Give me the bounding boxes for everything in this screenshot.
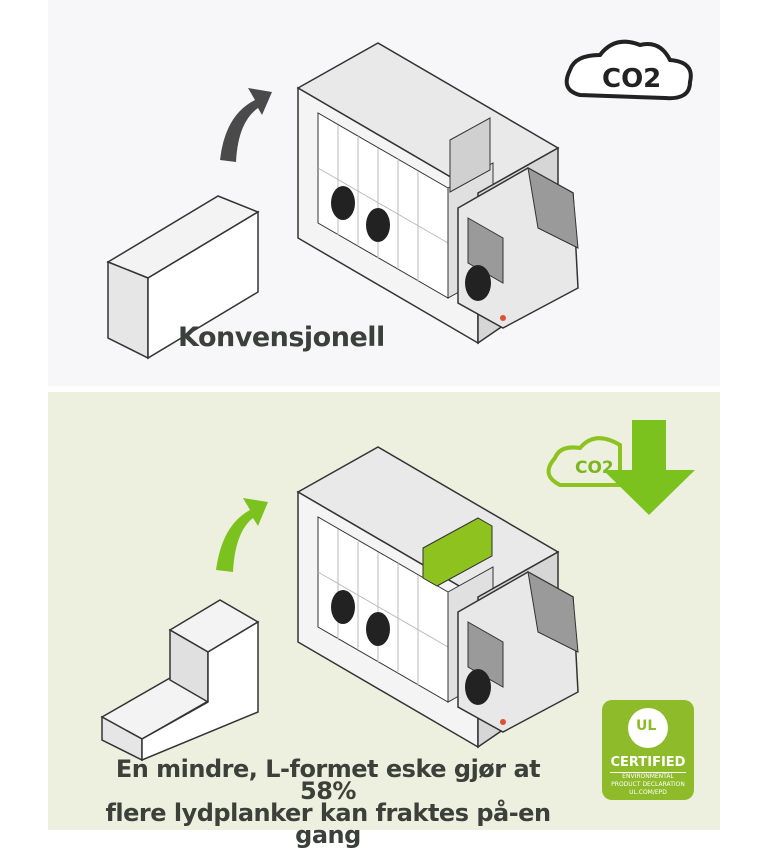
- arrow-up-icon: [220, 88, 272, 162]
- l-shaped-box-in-truck: [422, 517, 493, 587]
- l-shaped-box: [100, 599, 260, 762]
- conventional-truck: [297, 42, 579, 344]
- caption: En mindre, L-formet eske gjør at 58% fle…: [98, 755, 558, 849]
- illustration: CO2 CO2: [100, 39, 695, 762]
- conventional-box-in-truck: [449, 117, 491, 193]
- l-shaped-truck: [297, 446, 579, 748]
- conventional-box: [106, 195, 260, 360]
- ul-certified-badge: UL CERTIFIED ENVIRONMENTAL PRODUCT DECLA…: [602, 700, 694, 800]
- arrow-up-icon: [216, 498, 268, 572]
- caption-line-2: flere lydplanker kan fraktes på-en gang: [105, 799, 551, 849]
- caption-line-1: En mindre, L-formet eske gjør at 58%: [115, 755, 541, 805]
- co2-cloud-icon: CO2: [564, 39, 693, 101]
- conventional-label: Konvensjonell: [178, 322, 385, 353]
- co2-reduction-icon: CO2: [546, 420, 695, 515]
- svg-text:CO2: CO2: [602, 64, 661, 94]
- svg-text:UL: UL: [636, 718, 656, 734]
- ul-logo-icon: UL: [628, 708, 668, 748]
- svg-text:CO2: CO2: [575, 458, 614, 478]
